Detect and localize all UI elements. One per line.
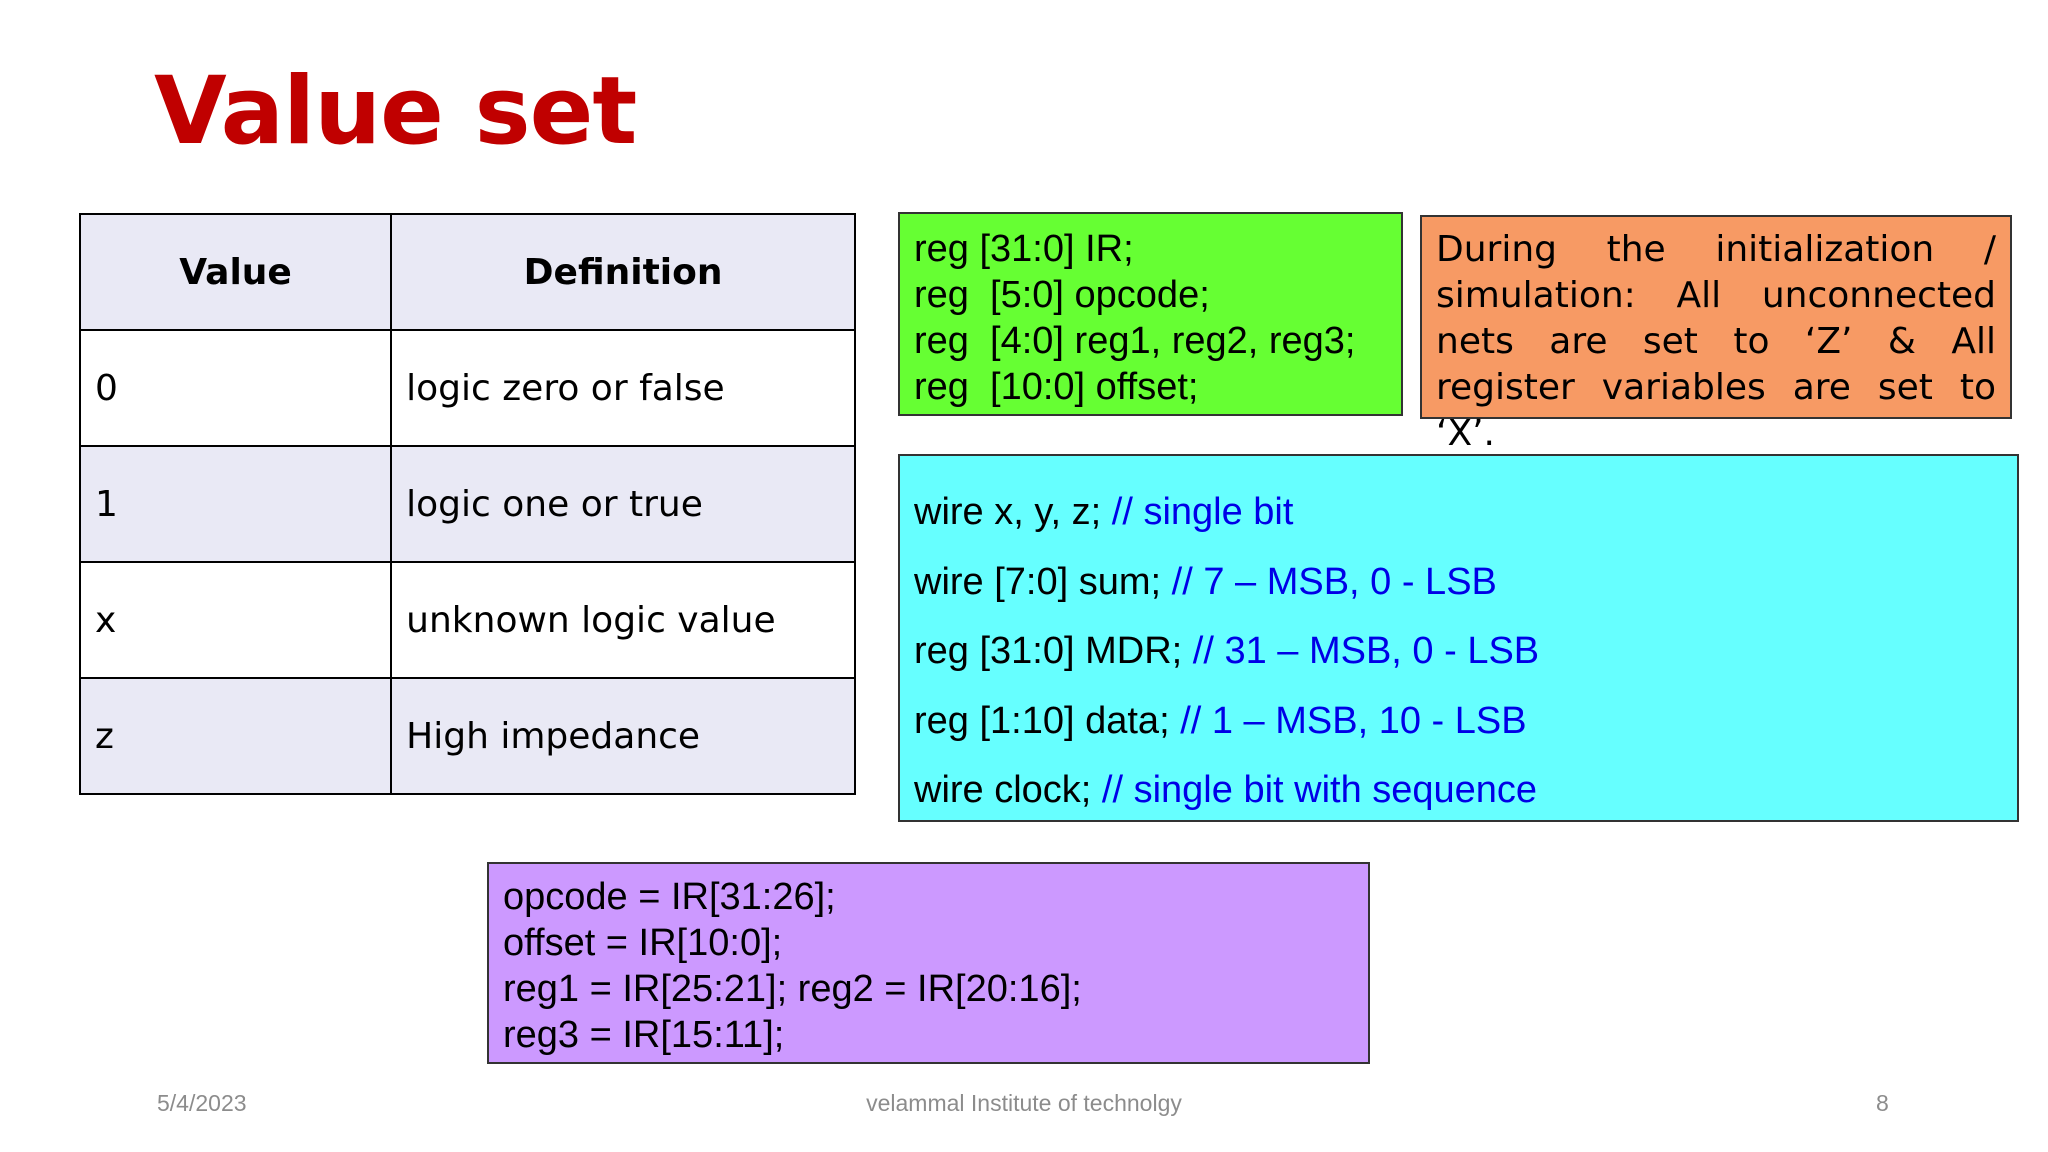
footer-organization: velammal Institute of technolgy: [866, 1090, 1182, 1116]
table-row: 0 logic zero or false: [78, 329, 856, 447]
cell-value: x: [78, 561, 393, 679]
code-line: reg [31:0] IR;: [914, 228, 1134, 270]
code-text: wire x, y, z;: [914, 491, 1112, 533]
code-line: wire [7:0] sum; // 7 – MSB, 0 - LSB: [914, 548, 2003, 618]
table-header-row: Value Definition: [78, 213, 856, 331]
footer-date: 5/4/2023: [157, 1090, 247, 1116]
header-value: Value: [78, 213, 393, 331]
code-line: wire x, y, z; // single bit: [914, 478, 2003, 548]
bit-slice-assignments-box: opcode = IR[31:26]; offset = IR[10:0]; r…: [487, 862, 1370, 1064]
header-definition: Definition: [390, 213, 856, 331]
code-comment: // single bit with sequence: [1101, 769, 1538, 811]
value-set-table: Value Definition 0 logic zero or false 1…: [78, 213, 856, 795]
cell-definition: logic one or true: [390, 445, 856, 563]
cell-value: 1: [78, 445, 393, 563]
reg-declarations-box: reg [31:0] IR; reg [5:0] opcode; reg [4:…: [898, 212, 1403, 416]
code-line: opcode = IR[31:26];: [503, 876, 836, 918]
cell-definition: logic zero or false: [390, 329, 856, 447]
cell-definition: unknown logic value: [390, 561, 856, 679]
code-line: reg3 = IR[15:11];: [503, 1014, 785, 1056]
code-comment: // 31 – MSB, 0 - LSB: [1192, 630, 1540, 672]
wire-declarations-box: wire x, y, z; // single bit wire [7:0] s…: [898, 454, 2019, 822]
code-line: wire clock; // single bit with sequence: [914, 756, 2003, 826]
cell-value: z: [78, 677, 393, 795]
code-line: reg [4:0] reg1, reg2, reg3;: [914, 320, 1356, 362]
code-text: reg [1:10] data;: [914, 699, 1181, 742]
initialization-note-box: During the initialization / simulation: …: [1420, 215, 2012, 454]
code-line: reg [31:0] MDR; // 31 – MSB, 0 - LSB: [914, 617, 2003, 687]
code-text: wire [7:0] sum;: [914, 560, 1172, 603]
code-line: offset = IR[10:0];: [503, 922, 783, 964]
cell-definition: High impedance: [390, 677, 856, 795]
footer-page-number: 8: [1876, 1090, 1889, 1116]
code-line: reg [10:0] offset;: [914, 366, 1199, 408]
table-row: x unknown logic value: [78, 561, 856, 679]
slide-title: Value set: [154, 57, 637, 166]
code-text: wire clock;: [914, 769, 1102, 811]
code-text: reg [31:0] MDR;: [914, 630, 1193, 672]
code-line: reg1 = IR[25:21]; reg2 = IR[20:16];: [503, 968, 1082, 1010]
code-comment: // 1 – MSB, 10 - LSB: [1180, 699, 1527, 742]
table-row: 1 logic one or true: [78, 445, 856, 563]
code-line: reg [5:0] opcode;: [914, 274, 1210, 316]
table-row: z High impedance: [78, 677, 856, 795]
code-line: reg [1:10] data; // 1 – MSB, 10 - LSB: [914, 687, 2003, 757]
cell-value: 0: [78, 329, 393, 447]
code-comment: // 7 – MSB, 0 - LSB: [1171, 560, 1497, 603]
note-text: During the initialization / simulation: …: [1436, 229, 1996, 454]
code-comment: // single bit: [1111, 491, 1294, 533]
